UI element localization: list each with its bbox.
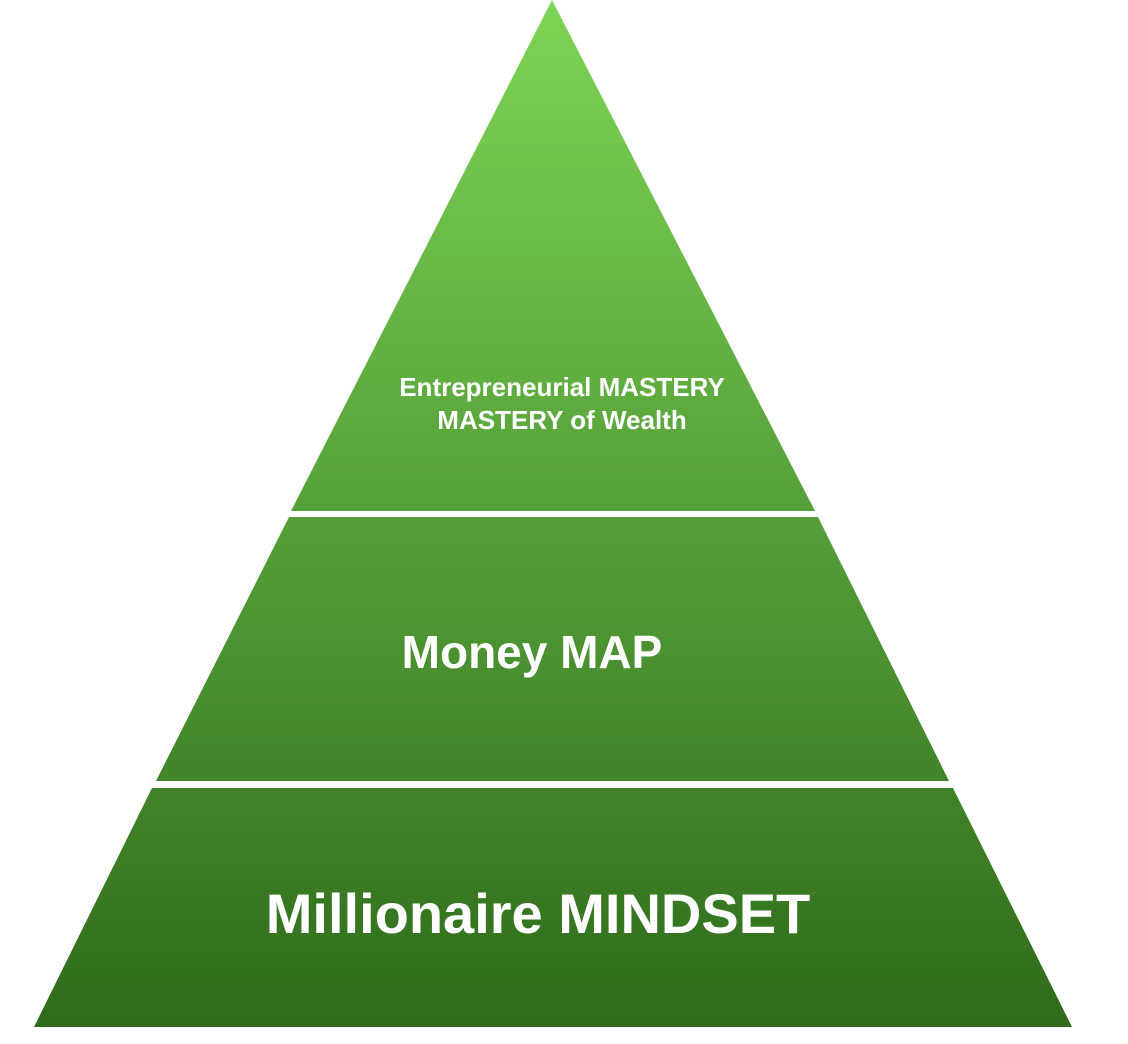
pyramid-tier-top bbox=[291, 0, 815, 511]
tier-middle-label: Money MAP bbox=[402, 626, 663, 678]
pyramid-tier-bottom bbox=[34, 788, 1072, 1027]
tier-top-label-line2: MASTERY of Wealth bbox=[437, 405, 686, 435]
tier-bottom-label: Millionaire MINDSET bbox=[266, 882, 811, 945]
tier-top-label-line1: Entrepreneurial MASTERY bbox=[399, 372, 725, 402]
pyramid-tier-middle bbox=[156, 517, 949, 781]
